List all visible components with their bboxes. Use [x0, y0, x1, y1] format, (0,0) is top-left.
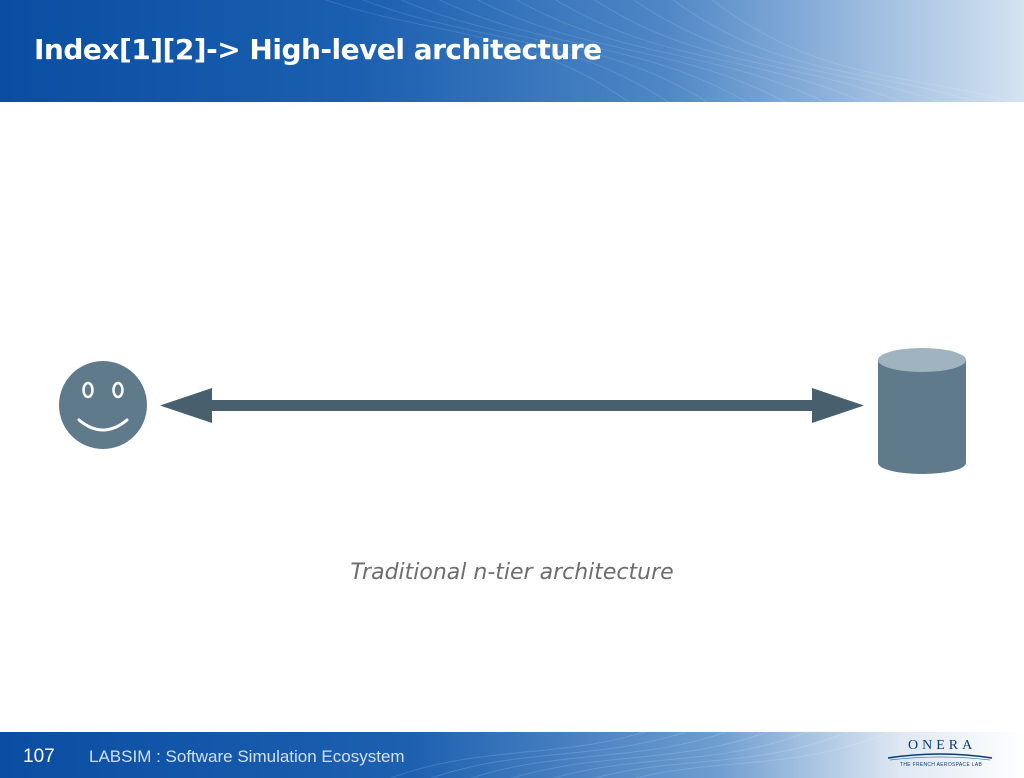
footer-band: 107 LABSIM : Software Simulation Ecosyst… [0, 732, 1024, 778]
smiley-face-icon [59, 361, 147, 449]
bidirectional-arrow [160, 388, 864, 423]
slide-title: Index[1][2]-> High-level architecture [34, 33, 602, 66]
diagram-caption: Traditional n-tier architecture [350, 560, 674, 585]
header-wave-pattern [325, 0, 1016, 102]
architecture-diagram [59, 348, 966, 474]
logo-tagline: THE FRENCH AEROSPACE LAB [900, 762, 983, 768]
user-node [59, 361, 147, 449]
logo-swoosh-icon [887, 753, 993, 761]
page-number: 107 [23, 746, 55, 767]
logo-wordmark: ONERA [908, 738, 977, 753]
onera-logo: ONERA THE FRENCH AEROSPACE LAB [880, 736, 1000, 774]
footer-presentation-title: LABSIM : Software Simulation Ecosystem [89, 747, 405, 766]
header-band: Index[1][2]-> High-level architecture [0, 0, 1024, 102]
database-cylinder-icon [878, 348, 966, 474]
database-node [878, 348, 966, 474]
footer-wave-pattern [389, 732, 890, 778]
